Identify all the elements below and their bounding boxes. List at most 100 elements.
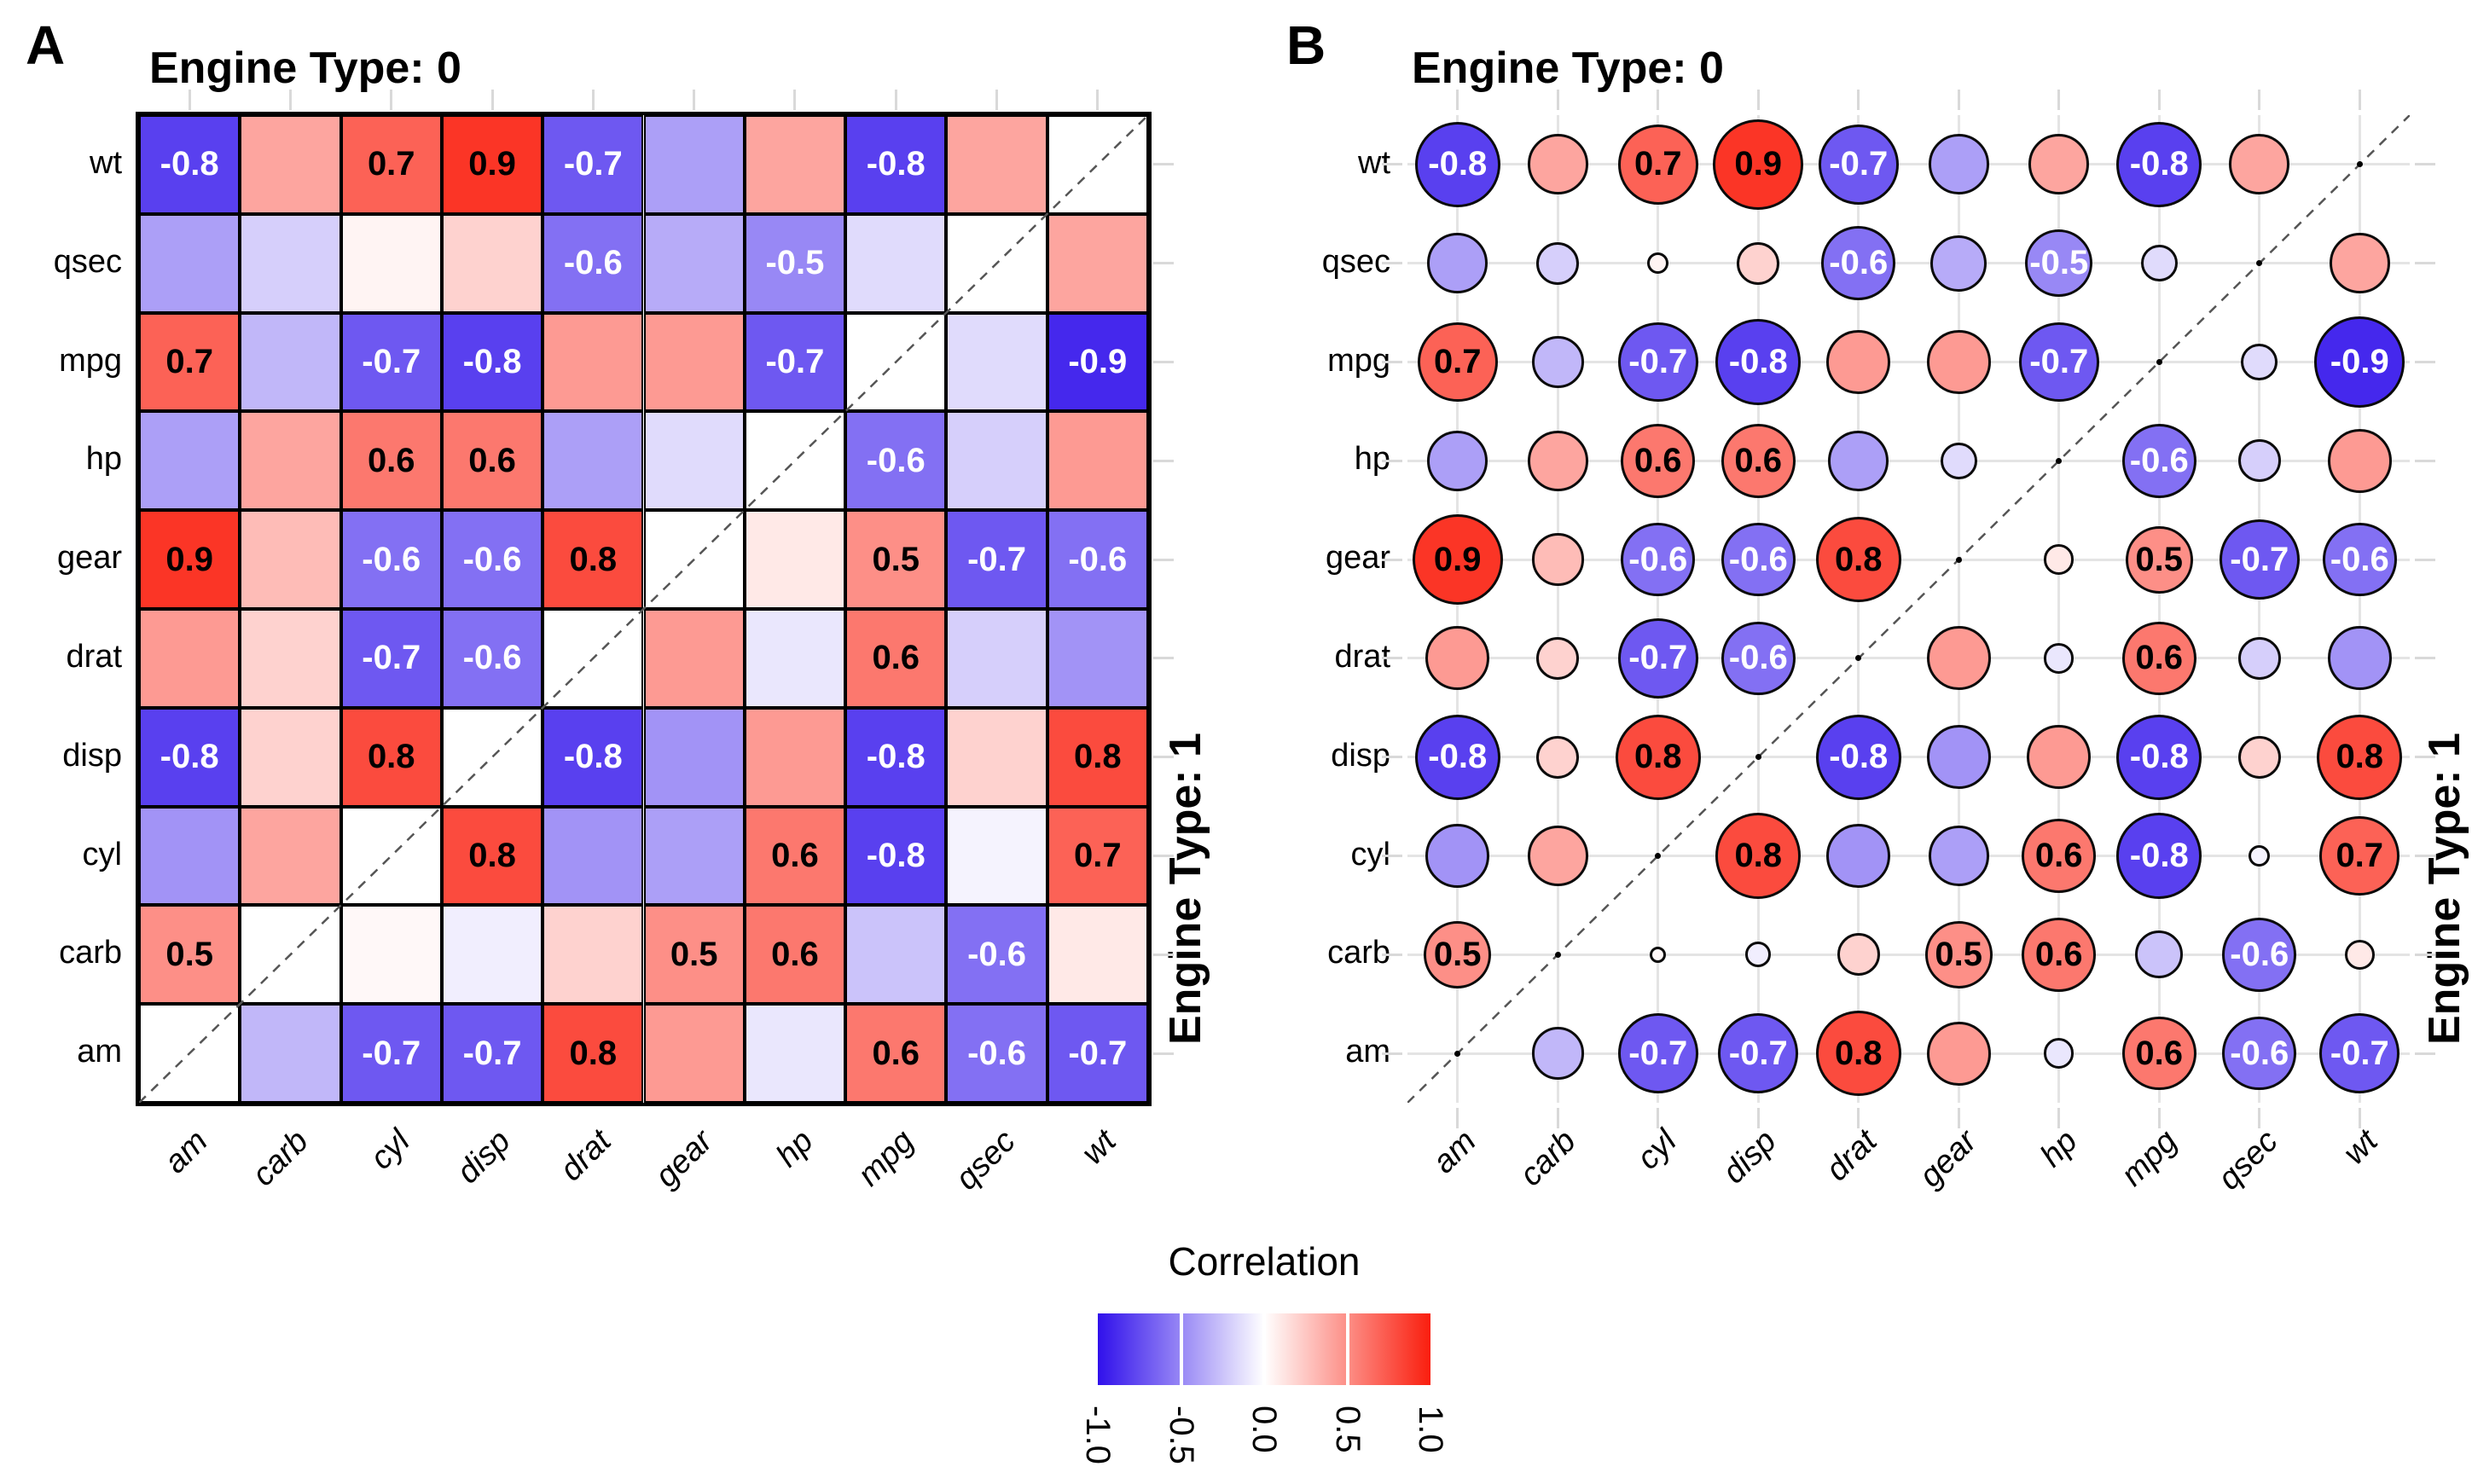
matrix-cell-disp-gear — [643, 707, 745, 807]
corr-circle-qsec-hp: -0.5 — [2025, 229, 2093, 298]
cell-value: -0.9 — [1068, 342, 1128, 380]
matrix-cell-am-am — [139, 1004, 241, 1103]
axis-tick — [1456, 90, 1459, 110]
legend-tick-label: -1.0 — [1079, 1406, 1117, 1464]
cell-value: 0.6 — [771, 935, 819, 973]
cell-value: 0.6 — [872, 1034, 920, 1072]
circle-value: -0.5 — [2029, 244, 2089, 282]
corr-circle-gear-wt: -0.6 — [2322, 522, 2397, 597]
circle-value: -0.8 — [1829, 738, 1889, 776]
matrix-cell-qsec-am — [139, 213, 241, 313]
matrix-cell-hp-gear — [643, 411, 745, 511]
matrix-cell-qsec-wt — [1047, 213, 1148, 313]
axis-tick — [1957, 90, 1960, 110]
matrix-cell-cyl-hp: 0.6 — [744, 806, 846, 906]
matrix-cell-cyl-am — [139, 806, 241, 906]
axis-tick — [995, 90, 999, 110]
row-label-disp: disp — [1331, 737, 1390, 774]
cell-value: -0.8 — [866, 145, 926, 183]
matrix-cell-hp-drat — [543, 411, 644, 511]
matrix-cell-gear-hp — [744, 510, 846, 609]
axis-tick — [2157, 90, 2161, 110]
matrix-cell-gear-gear — [643, 510, 745, 609]
axis-tick — [1957, 1108, 1960, 1128]
circle-value: 0.8 — [1734, 836, 1783, 874]
legend-tick-label: 1.0 — [1412, 1406, 1449, 1453]
cell-value: -0.7 — [362, 1034, 421, 1072]
matrix-cell-disp-wt: 0.8 — [1047, 707, 1148, 807]
circle-value: -0.6 — [1829, 244, 1889, 282]
axis-tick — [2057, 90, 2061, 110]
cell-value: -0.8 — [160, 145, 219, 183]
matrix-cell-disp-disp — [441, 707, 543, 807]
matrix-cell-hp-qsec — [946, 411, 1047, 511]
cell-value: 0.7 — [165, 342, 213, 380]
matrix-cell-gear-carb — [240, 510, 341, 609]
row-label-hp: hp — [1354, 441, 1390, 478]
axis-tick — [2415, 262, 2435, 265]
matrix-cell-wt-drat: -0.7 — [543, 115, 644, 214]
row-label-cyl: cyl — [1350, 836, 1390, 872]
corr-circle-wt-qsec — [2229, 134, 2290, 195]
circle-value: -0.7 — [1628, 342, 1688, 380]
cell-value: 0.5 — [165, 935, 213, 973]
corr-circle-drat-gear — [1926, 626, 1991, 691]
circle-value: -0.7 — [2029, 342, 2089, 380]
matrix-cell-gear-am: 0.9 — [139, 510, 241, 609]
corr-circle-mpg-wt: -0.9 — [2314, 316, 2405, 408]
axis-tick — [1382, 657, 1402, 660]
matrix-cell-qsec-gear — [643, 213, 745, 313]
matrix-cell-wt-gear — [643, 115, 745, 214]
diagonal-dot — [1955, 556, 1962, 563]
axis-tick — [2415, 855, 2435, 857]
legend-tick-label: 0.5 — [1328, 1406, 1367, 1453]
matrix-cell-cyl-wt: 0.7 — [1047, 806, 1148, 906]
row-label-mpg: mpg — [59, 342, 122, 379]
panel-b-tag: B — [1286, 14, 1326, 76]
corr-circle-qsec-mpg — [2140, 245, 2178, 282]
axis-tick — [1153, 558, 1174, 561]
axis-tick — [2415, 657, 2435, 660]
axis-tick — [1153, 262, 1174, 265]
circle-value: -0.6 — [2129, 441, 2189, 479]
cell-value: 0.9 — [468, 145, 516, 183]
corr-circle-hp-mpg: -0.6 — [2121, 423, 2196, 498]
cell-value: -0.8 — [866, 836, 926, 874]
axis-tick — [2415, 953, 2435, 956]
cell-value: -0.7 — [967, 540, 1026, 578]
row-label-mpg: mpg — [1327, 342, 1390, 379]
circle-value: -0.7 — [1628, 1034, 1688, 1072]
corr-circle-qsec-drat: -0.6 — [1821, 226, 1896, 301]
corr-circle-cyl-drat — [1826, 823, 1891, 889]
corr-circle-cyl-gear — [1928, 826, 1989, 886]
corr-circle-qsec-am — [1427, 233, 1488, 294]
matrix-cell-wt-disp: 0.9 — [441, 115, 543, 214]
matrix-cell-gear-disp: -0.6 — [441, 510, 543, 609]
row-label-wt: wt — [1358, 144, 1390, 181]
axis-tick — [1456, 1108, 1459, 1128]
matrix-cell-disp-carb — [240, 707, 341, 807]
corr-circle-drat-mpg: 0.6 — [2121, 621, 2196, 696]
axis-tick — [288, 90, 292, 110]
axis-tick — [1857, 90, 1860, 110]
circle-value: 0.6 — [2135, 639, 2184, 677]
matrix-cell-cyl-cyl — [340, 806, 442, 906]
corr-circle-wt-carb — [1527, 134, 1588, 195]
corr-circle-drat-am — [1425, 626, 1490, 691]
corr-circle-wt-cyl: 0.7 — [1617, 125, 1698, 205]
matrix-cell-cyl-disp: 0.8 — [441, 806, 543, 906]
corr-circle-carb-disp — [1745, 942, 1772, 968]
matrix-cell-disp-hp — [744, 707, 846, 807]
circle-value: 0.8 — [1834, 1034, 1883, 1072]
axis-tick — [2415, 1052, 2435, 1055]
axis-tick — [1153, 459, 1174, 462]
axis-tick — [390, 90, 393, 110]
axis-tick — [2258, 90, 2261, 110]
matrix-cell-qsec-mpg — [845, 213, 947, 313]
matrix-cell-mpg-mpg — [845, 312, 947, 412]
panel-a-right-strip-label: Engine Type: 1 — [1161, 733, 1210, 1045]
corr-circle-drat-cyl: -0.7 — [1617, 618, 1698, 699]
matrix-cell-drat-mpg: 0.6 — [845, 609, 947, 708]
matrix-cell-wt-mpg: -0.8 — [845, 115, 947, 214]
